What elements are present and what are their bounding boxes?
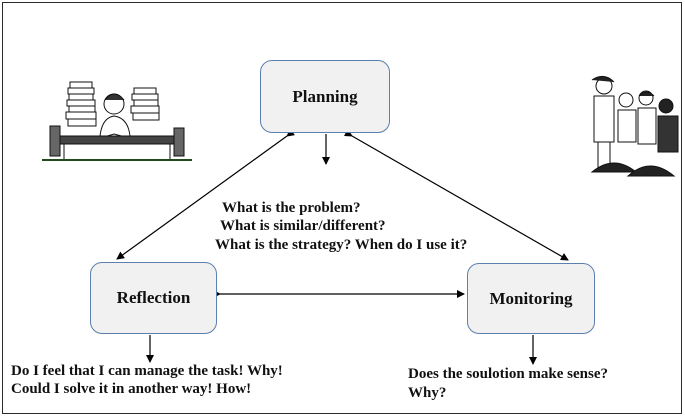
arrow-planning-monitoring <box>343 129 569 261</box>
planning-question-2: What is similar/different? <box>220 218 386 234</box>
arrow-planning-reflection <box>116 128 296 260</box>
reflection-question-2: Could I solve it in another way! How! <box>11 381 252 397</box>
group-discussion-icon <box>590 76 679 177</box>
planning-question-3: What is the strategy? When do I use it? <box>215 237 468 253</box>
monitoring-label: Monitoring <box>489 288 573 308</box>
reflection-node: Reflection <box>90 262 217 334</box>
monitoring-question-1: Does the soulotion make sense? <box>408 366 609 382</box>
reflection-label: Reflection <box>116 288 191 307</box>
reflection-question-1: Do I feel that I can manage the task! Wh… <box>11 363 283 379</box>
planning-question-1: What is the problem? <box>222 200 361 216</box>
student-with-books-icon <box>42 81 192 161</box>
monitoring-node: Monitoring <box>467 263 595 334</box>
planning-label: Planning <box>292 86 358 106</box>
monitoring-question-2: Why? <box>408 385 447 401</box>
planning-node: Planning <box>260 60 390 133</box>
